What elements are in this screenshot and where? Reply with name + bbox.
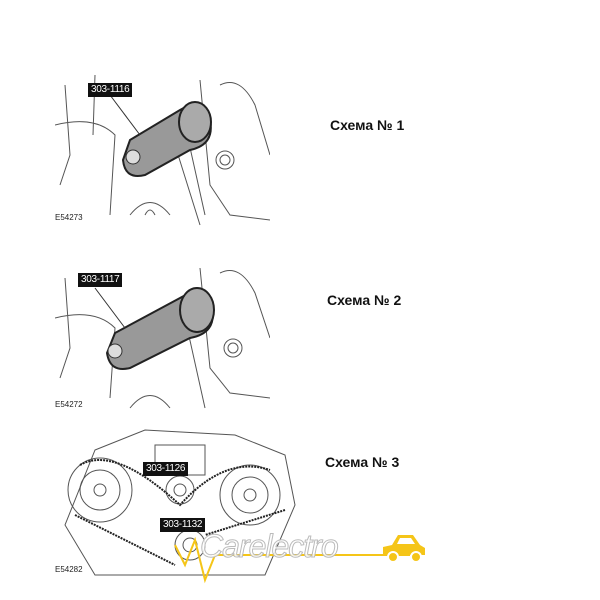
tool-label: 303-1117 (78, 273, 123, 287)
scheme-2-figure: 303-1117 E54272 (54, 258, 271, 413)
scheme-3-figure: 303-1126 303-1132 E54282 (55, 425, 305, 585)
watermark-text: Carelectro (200, 528, 340, 565)
car-icon (383, 535, 425, 563)
tool-label: 303-1132 (160, 518, 206, 532)
tool-label: 303-1116 (88, 83, 133, 97)
engine-drawing (64, 429, 296, 576)
figure-code: E54282 (55, 565, 83, 574)
watermark-line (174, 536, 410, 584)
scheme-3-heading: Схема № 3 (325, 454, 400, 470)
figure-code: E54273 (55, 213, 83, 222)
scheme-1-figure: 303-1116 E54273 (54, 65, 271, 230)
figure-code: E54272 (55, 400, 83, 409)
tool-drawing-1 (54, 74, 271, 226)
tool-label: 303-1126 (143, 462, 189, 476)
scheme-1-heading: Схема № 1 (330, 117, 405, 133)
scheme-2-heading: Схема № 2 (327, 292, 402, 308)
tool-drawing-2 (54, 267, 271, 409)
